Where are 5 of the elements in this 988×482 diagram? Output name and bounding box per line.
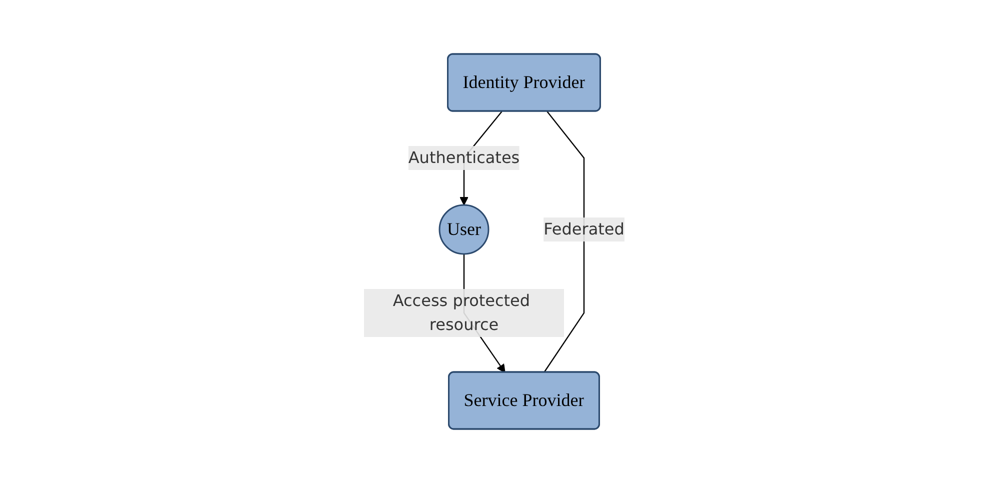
edge-label: Authenticates bbox=[408, 147, 520, 166]
connector bbox=[543, 110, 584, 372]
edge-label: Access protected resource bbox=[392, 290, 530, 334]
edge-label: Federated bbox=[543, 218, 624, 238]
node-circle: User bbox=[438, 204, 490, 254]
